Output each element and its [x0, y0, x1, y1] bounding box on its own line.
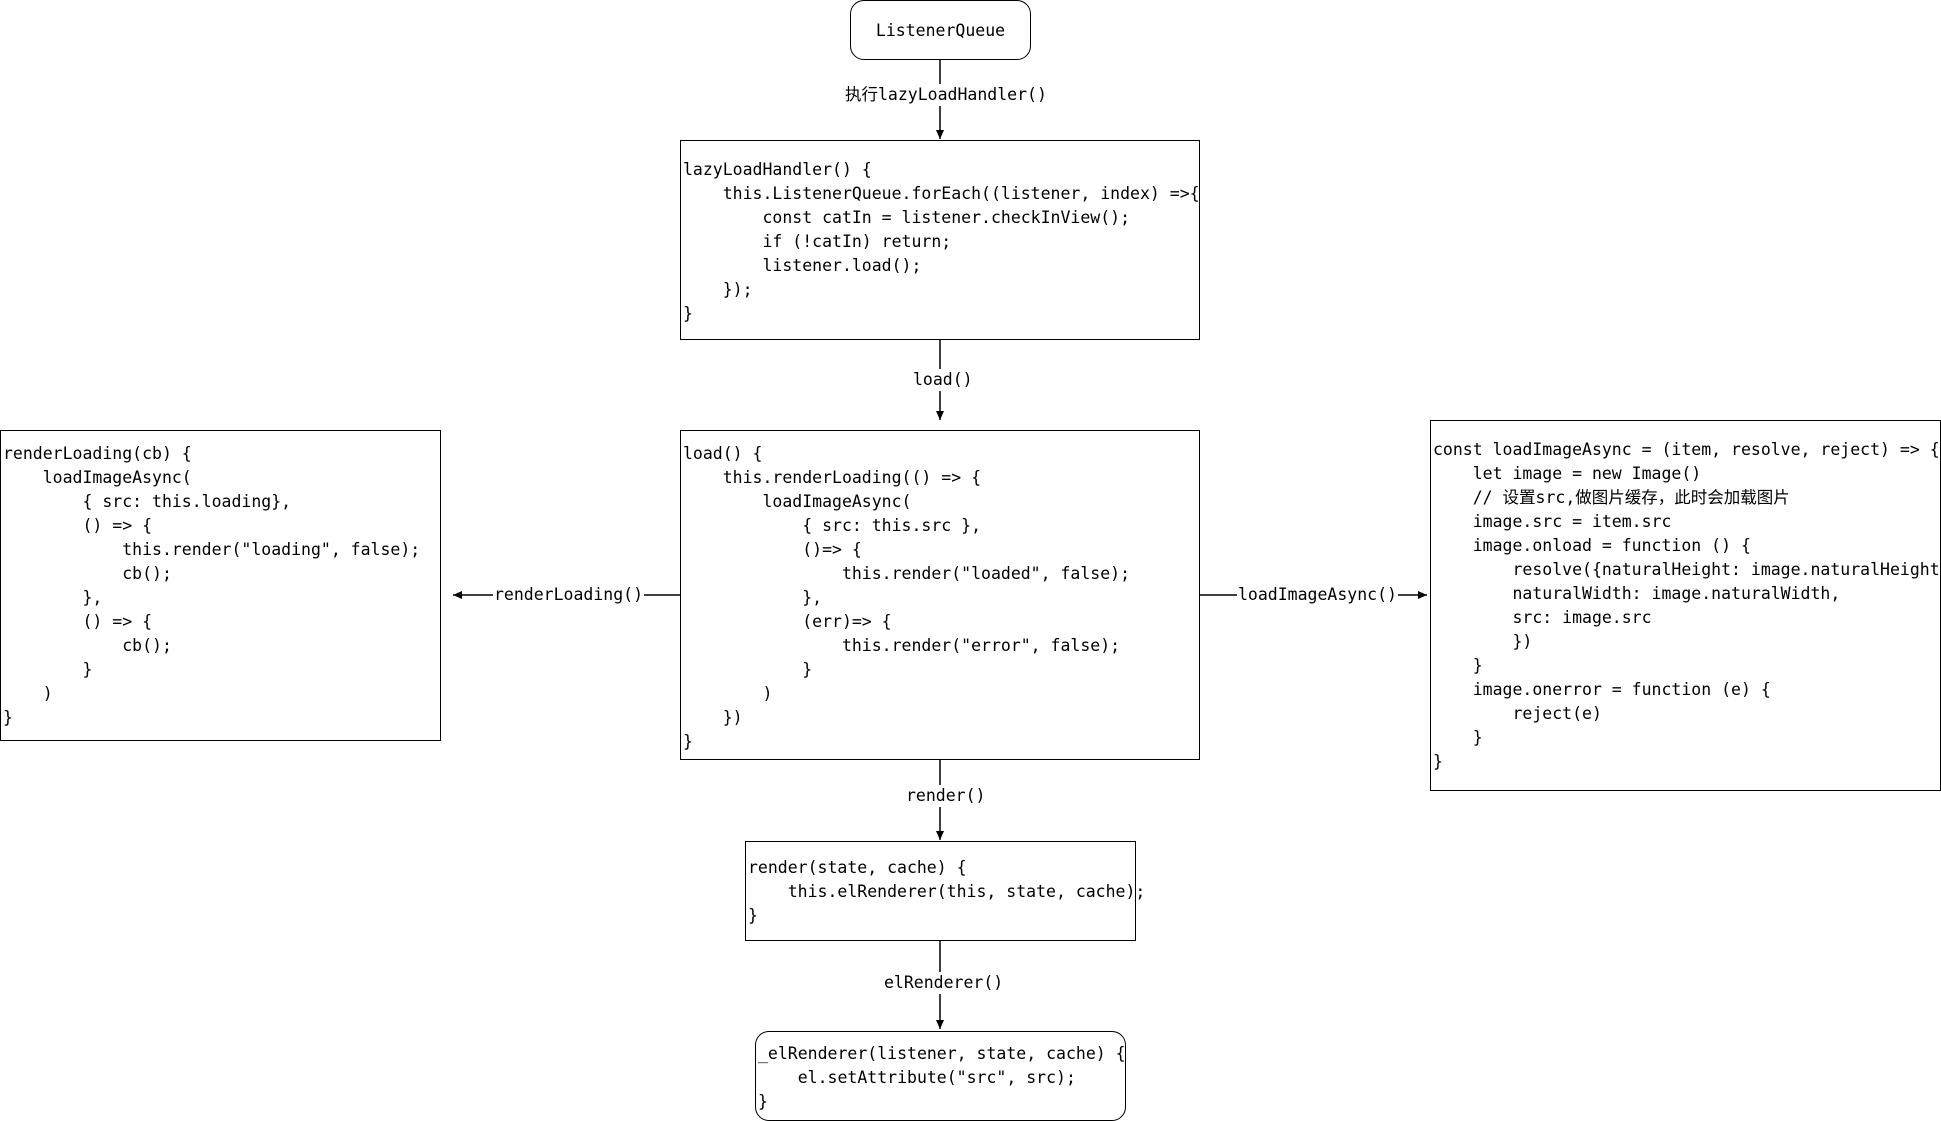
render-loading-node: renderLoading(cb) { loadImageAsync( { sr… [0, 430, 441, 741]
edge-label-queue-to-handler: 执行lazyLoadHandler() [844, 84, 1048, 106]
render-loading-code: renderLoading(cb) { loadImageAsync( { sr… [3, 444, 421, 727]
load-node: load() { this.renderLoading(() => { load… [680, 430, 1200, 760]
listener-queue-node: ListenerQueue [850, 0, 1031, 60]
edge-label-load-to-render-loading: renderLoading() [493, 584, 645, 606]
listener-queue-label: ListenerQueue [875, 20, 1006, 40]
load-image-async-node: const loadImageAsync = (item, resolve, r… [1430, 420, 1941, 791]
edge-label-load-to-render: render() [905, 785, 987, 807]
el-renderer-node: _elRenderer(listener, state, cache) { el… [755, 1031, 1126, 1121]
load-code: load() { this.renderLoading(() => { load… [683, 444, 1131, 751]
el-renderer-code: _elRenderer(listener, state, cache) { el… [758, 1044, 1126, 1111]
load-image-async-code: const loadImageAsync = (item, resolve, r… [1433, 440, 1941, 771]
lazy-load-handler-node: lazyLoadHandler() { this.ListenerQueue.f… [680, 140, 1200, 340]
edge-label-handler-to-load: load() [912, 369, 974, 391]
edge-label-load-to-load-image-async: loadImageAsync() [1237, 584, 1398, 606]
edge-label-render-to-el-renderer: elRenderer() [883, 972, 1005, 994]
render-node: render(state, cache) { this.elRenderer(t… [745, 841, 1146, 941]
lazy-load-handler-code: lazyLoadHandler() { this.ListenerQueue.f… [683, 160, 1200, 323]
render-code: render(state, cache) { this.elRenderer(t… [748, 858, 1146, 925]
